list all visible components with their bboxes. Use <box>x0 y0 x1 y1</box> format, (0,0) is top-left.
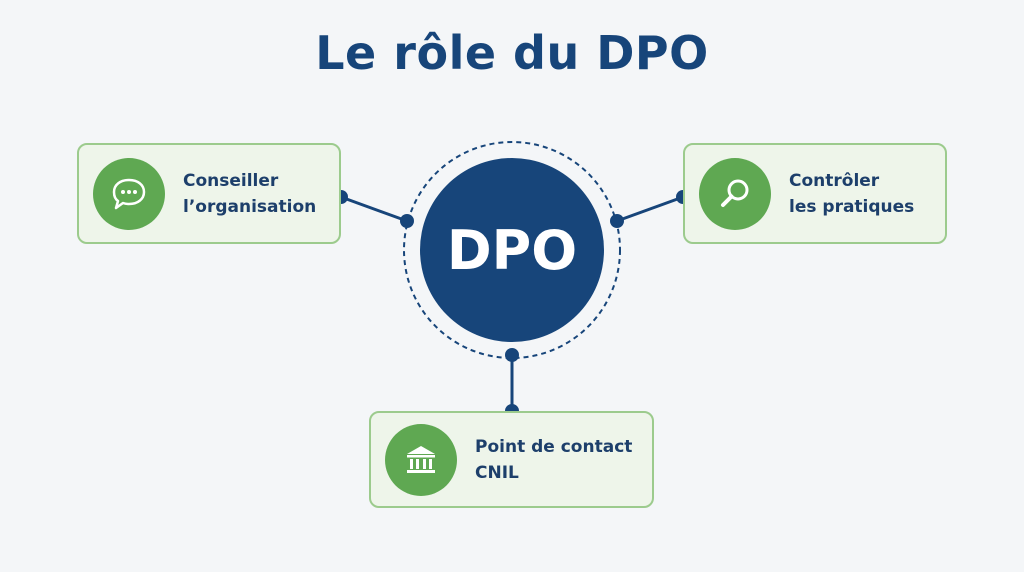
institution-building-icon <box>385 423 457 496</box>
role-label: Contrôler les pratiques <box>789 168 914 220</box>
connector-left <box>340 195 408 223</box>
connector-dot <box>505 348 519 362</box>
connector-dot <box>400 214 414 228</box>
role-label-line2: les pratiques <box>789 196 915 217</box>
role-label: Point de contact CNIL <box>475 434 632 486</box>
dashed-ring <box>403 141 621 359</box>
role-label-line1: Contrôler <box>789 170 880 191</box>
role-card-cnil: Point de contact CNIL <box>369 411 654 508</box>
role-label-line2: l’organisation <box>183 196 317 217</box>
role-label-line1: Point de contact <box>475 436 633 457</box>
connector-right <box>616 195 684 223</box>
role-card-controler: Contrôler les pratiques <box>683 143 947 244</box>
role-label: Conseiller l’organisation <box>183 168 316 220</box>
role-card-conseiller: Conseiller l’organisation <box>77 143 341 244</box>
page-title: Le rôle du DPO <box>315 26 709 80</box>
role-label-line1: Conseiller <box>183 170 279 191</box>
speech-bubble-icon <box>93 157 165 230</box>
connector-dot <box>610 214 624 228</box>
role-label-line2: CNIL <box>475 462 519 483</box>
magnifier-icon <box>699 157 771 230</box>
dpo-hub: DPO <box>420 158 604 342</box>
